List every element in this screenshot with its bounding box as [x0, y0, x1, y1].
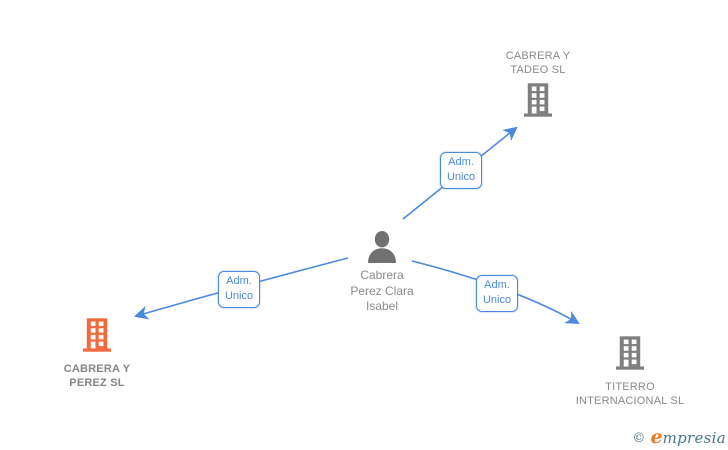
edge-label-line: Unico — [446, 171, 476, 183]
person-name-line: Perez Clara — [350, 283, 414, 298]
company-name-line: TITERRO — [605, 381, 655, 393]
empresia-logo[interactable]: © empresia — [632, 426, 726, 448]
company-name-line: TADEO SL — [510, 64, 566, 76]
node-person[interactable]: Cabrera Perez Clara Isabel — [322, 231, 442, 315]
person-name-line: Isabel — [365, 299, 399, 313]
edge-label-line: Unico — [482, 294, 512, 306]
edge-label-line: Adm. — [226, 275, 252, 287]
building-icon — [616, 336, 644, 370]
company-name-line: INTERNACIONAL SL — [575, 395, 685, 407]
edge-label-line: Adm. — [484, 279, 510, 291]
edge-label-line: Adm. — [448, 156, 474, 168]
company-name-line: PEREZ SL — [69, 377, 125, 389]
person-icon — [364, 231, 400, 263]
brand-name: mpresia — [662, 429, 726, 447]
copyright-symbol: © — [632, 431, 646, 446]
person-name-line: Cabrera — [360, 268, 404, 282]
edge-label-adm-unico: Adm. Unico — [440, 152, 482, 189]
node-company-titerro[interactable]: TITERRO INTERNACIONAL SL — [565, 336, 695, 408]
edge-label-line: Unico — [224, 290, 254, 302]
brand-initial: e — [650, 426, 663, 448]
edge-label-adm-unico: Adm. Unico — [476, 275, 518, 312]
company-name-line: CABRERA Y — [505, 50, 571, 62]
building-icon — [524, 83, 552, 117]
node-company-perez[interactable]: CABRERA Y PEREZ SL — [37, 318, 157, 390]
node-company-tadeo[interactable]: CABRERA Y TADEO SL — [478, 49, 598, 122]
company-name-line: CABRERA Y — [63, 363, 131, 375]
building-icon-highlighted — [83, 318, 111, 352]
edge-label-adm-unico: Adm. Unico — [218, 271, 260, 308]
